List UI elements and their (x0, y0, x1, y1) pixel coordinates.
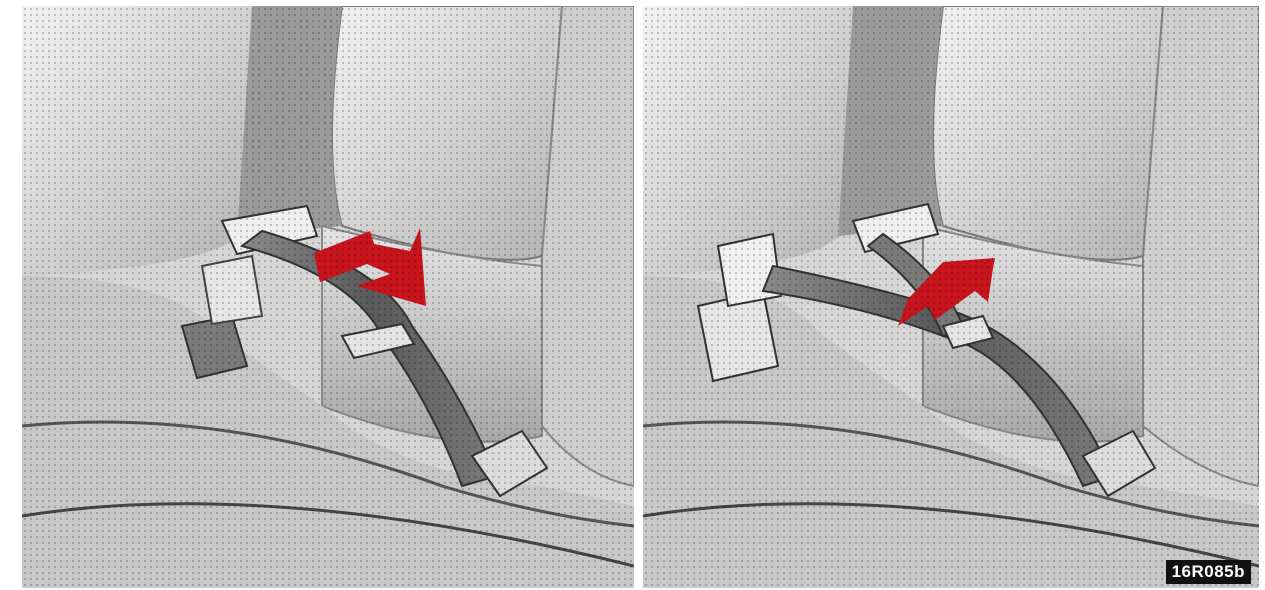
panel-divider (634, 0, 643, 590)
left-illustration-panel (22, 6, 634, 588)
right-illustration-panel: 16R085b (643, 6, 1259, 588)
right-seat-illustration (643, 6, 1259, 588)
figure-code-label: 16R085b (1166, 560, 1251, 584)
left-seat-illustration (22, 6, 634, 588)
